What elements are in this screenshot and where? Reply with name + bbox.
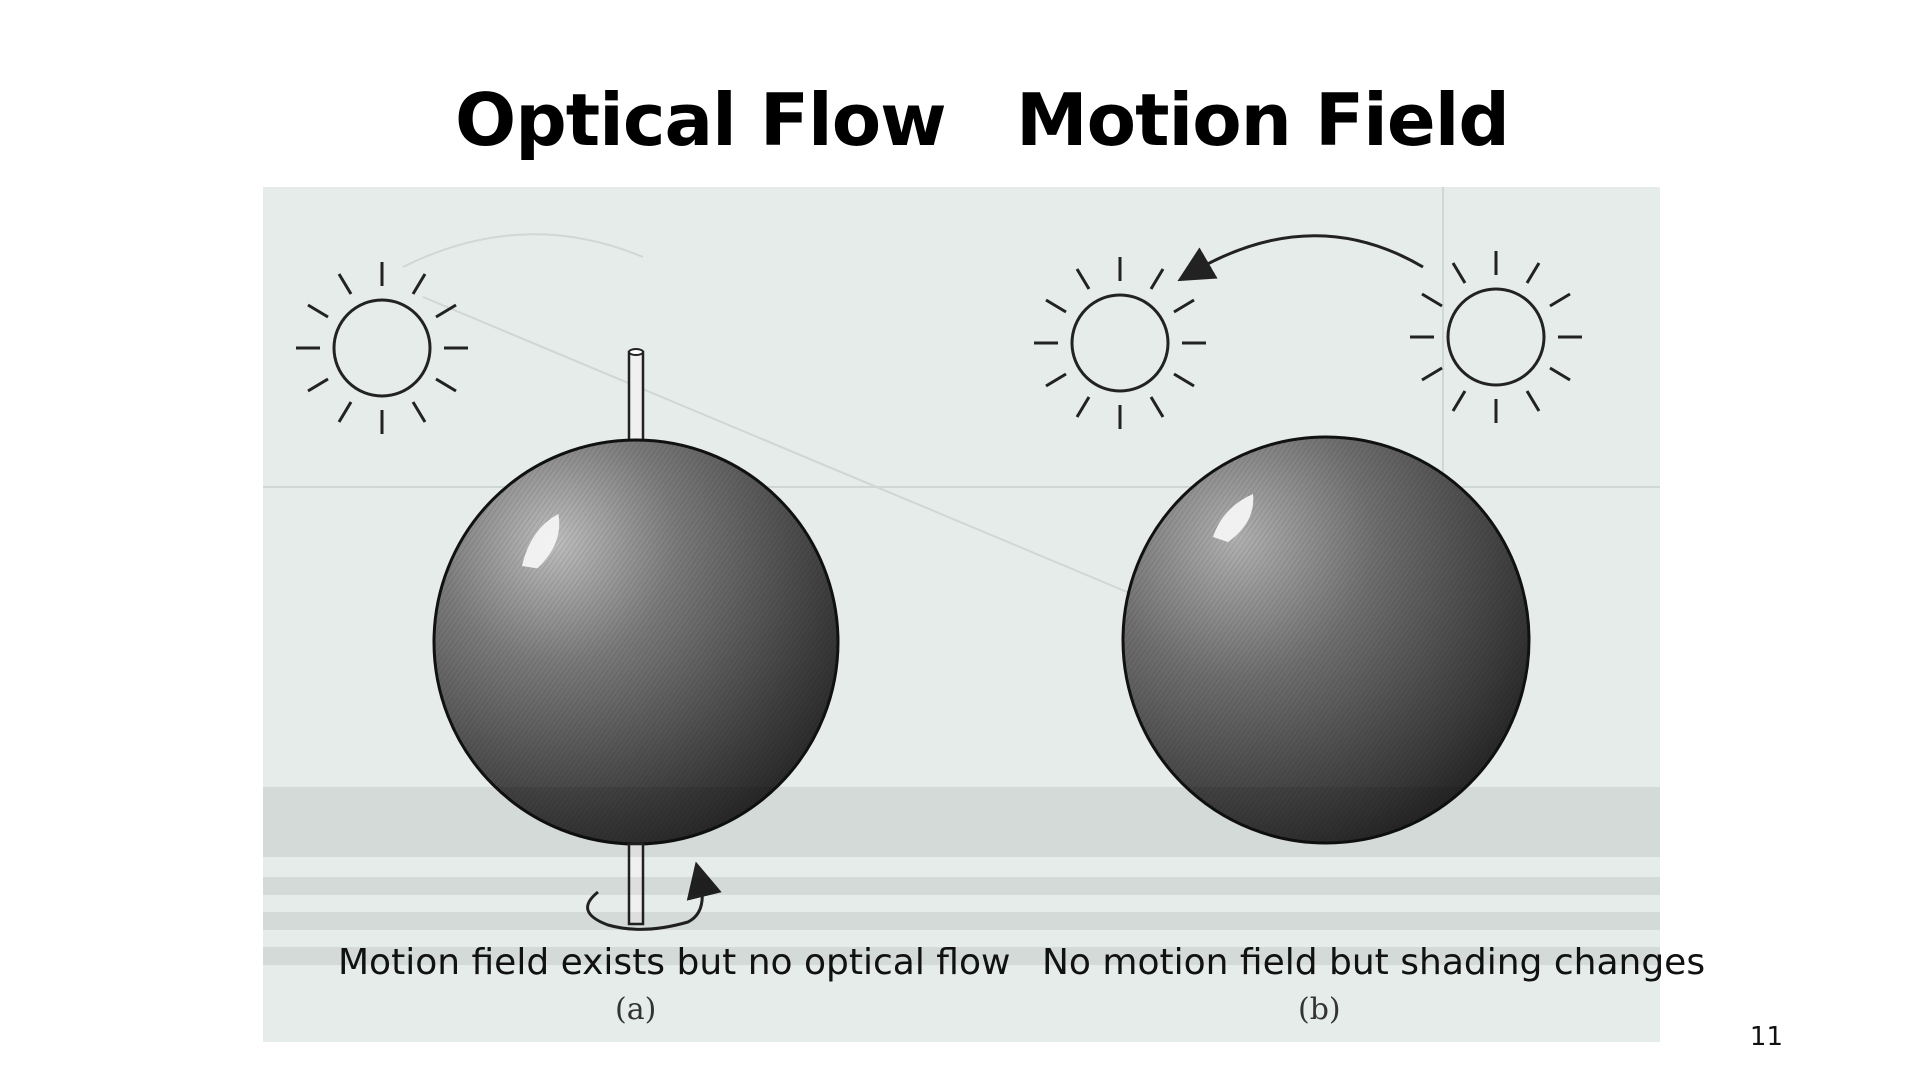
light-motion-arrow-icon	[1177, 234, 1424, 282]
illustration-svg	[263, 187, 1660, 965]
stationary-sphere	[1121, 435, 1531, 845]
panel-label-b: (b)	[1298, 992, 1341, 1027]
scan-ghost-text	[263, 787, 1660, 965]
caption-right: No motion field but shading changes	[1042, 942, 1706, 983]
page-number: 11	[1749, 1022, 1783, 1052]
rotating-sphere	[432, 348, 840, 926]
sun-icon	[1410, 251, 1582, 423]
sun-icon	[296, 262, 468, 434]
sun-icon	[1034, 257, 1206, 429]
title-optical-flow: Optical Flow	[455, 78, 947, 162]
illustration-figure	[263, 187, 1660, 1042]
rotation-arrow-icon	[586, 861, 722, 931]
title-motion-field: Motion Field	[1016, 78, 1510, 162]
panel-label-a: (a)	[615, 992, 657, 1027]
caption-left: Motion field exists but no optical flow	[338, 942, 1011, 983]
